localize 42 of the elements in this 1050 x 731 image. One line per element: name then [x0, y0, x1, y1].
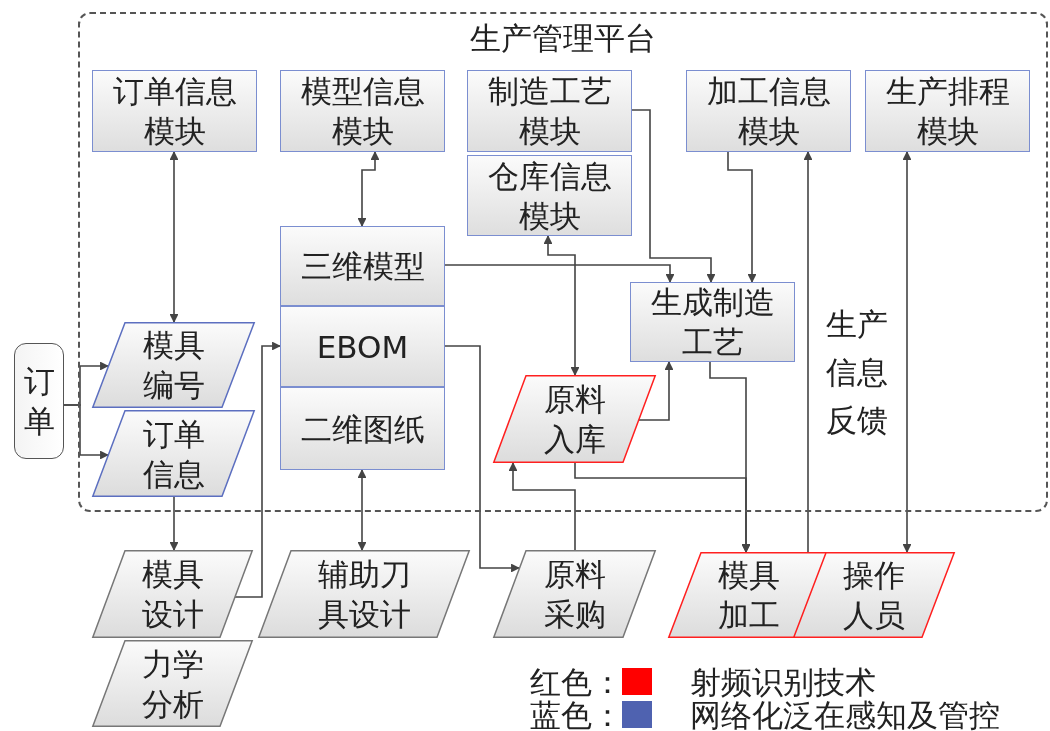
process-box: 制造工艺模块 [467, 70, 632, 152]
feedback-label: 生产信息反馈 [826, 305, 889, 440]
color-name-label: 红色： [530, 663, 623, 700]
process-box: 模型信息模块 [280, 70, 445, 152]
arrow [803, 151, 813, 553]
process-box: 三维模型 [280, 226, 445, 306]
data-parallelogram: 操作人员 [793, 552, 955, 638]
platform-title: 生产管理平台 [469, 19, 657, 58]
data-parallelogram: 原料采购 [493, 550, 656, 638]
data-parallelogram: 模具编号 [92, 322, 255, 408]
legend-text: 射频识别技术 [690, 663, 876, 700]
arrow [543, 235, 580, 376]
data-parallelogram: 力学分析 [92, 640, 253, 727]
arrow [638, 361, 674, 421]
process-box: 加工信息模块 [686, 70, 851, 152]
process-box: 订单信息模块 [92, 70, 257, 152]
arrow [444, 264, 675, 283]
process-box: 生产排程模块 [865, 70, 1030, 152]
arrow [63, 404, 109, 460]
arrow [234, 341, 281, 598]
platform-boundary [78, 12, 1048, 512]
arrow [631, 109, 716, 283]
data-parallelogram: 订单信息 [92, 410, 255, 497]
process-box: 二维图纸 [280, 387, 445, 470]
process-box: 仓库信息模块 [467, 155, 632, 236]
arrow [727, 151, 757, 283]
arrow [902, 151, 912, 553]
arrow [357, 151, 380, 227]
arrow [508, 462, 576, 551]
arrow [574, 462, 751, 553]
data-parallelogram: 原料入库 [493, 375, 656, 463]
terminal-box: 订单 [14, 343, 64, 459]
process-box: EBOM [280, 306, 445, 387]
arrow [444, 345, 520, 573]
data-parallelogram: 辅助刀具设计 [258, 550, 470, 638]
arrow [169, 496, 179, 551]
data-parallelogram: 模具设计 [92, 550, 253, 638]
arrow [169, 151, 179, 323]
color-name-label: 蓝色： [530, 697, 623, 731]
legend-text: 网络化泛在感知及管控 [690, 697, 1000, 731]
arrow [357, 469, 367, 551]
process-box: 生成制造工艺 [630, 282, 795, 362]
